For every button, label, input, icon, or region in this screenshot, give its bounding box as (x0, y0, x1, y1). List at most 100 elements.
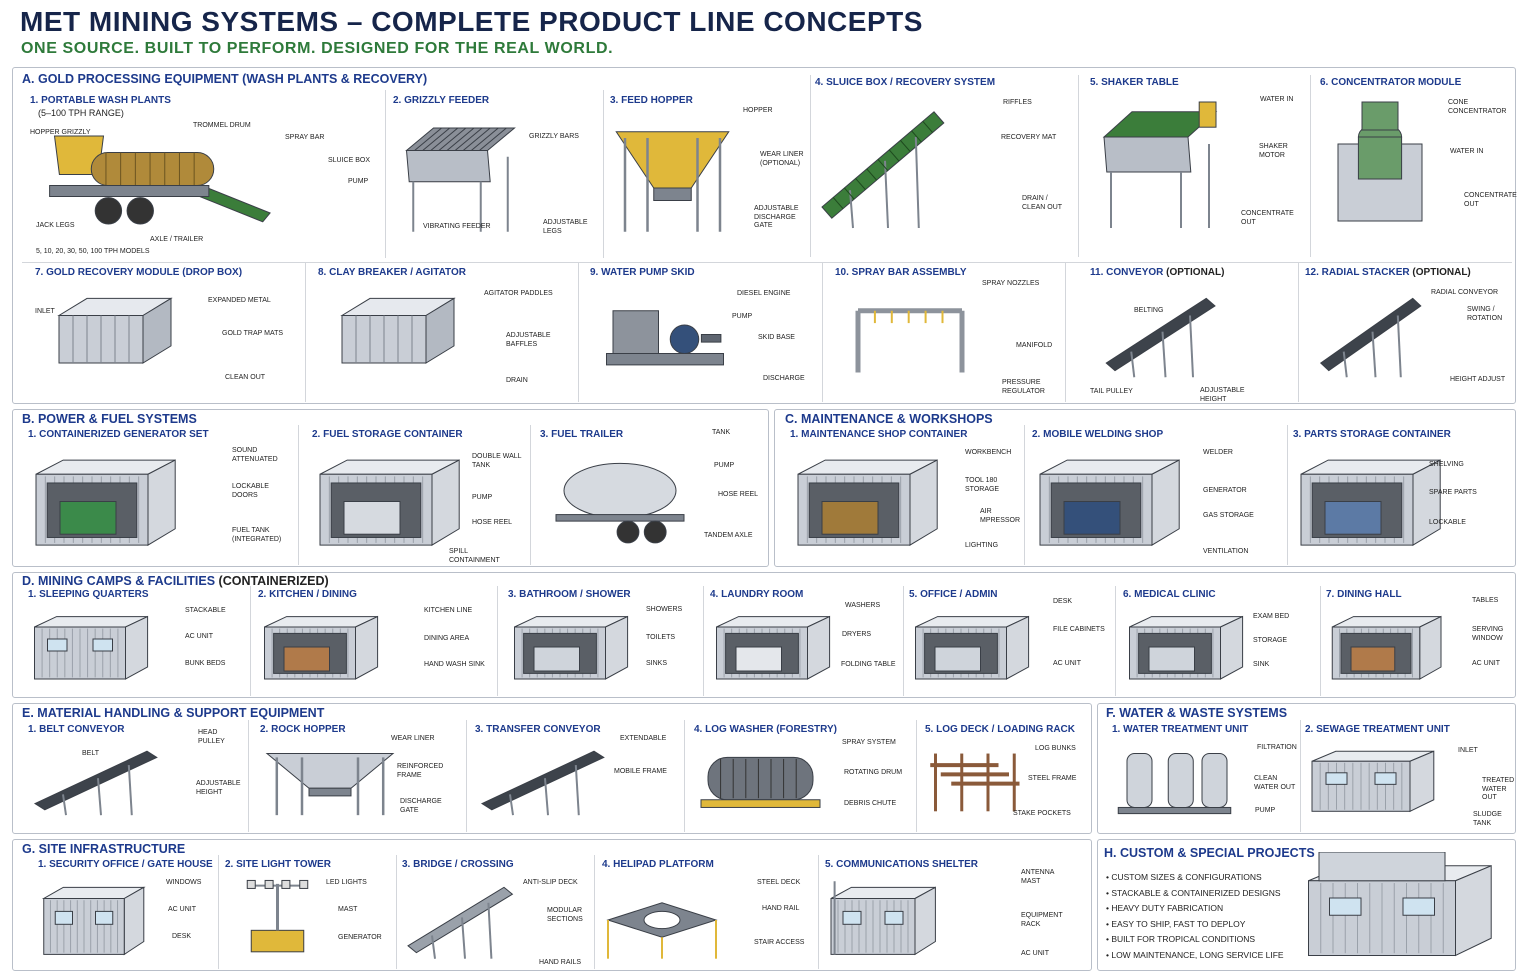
callout-label: WORKBENCH (965, 449, 1012, 456)
divider (684, 720, 685, 832)
section-panel (12, 409, 769, 567)
callout-label: LIGHTING (965, 542, 999, 549)
bridge-icon (407, 886, 514, 959)
product-title: 3. FEED HOPPER (610, 95, 693, 106)
callout-label: MANIFOLD (1016, 342, 1053, 349)
callout-label: SHOWERS (646, 606, 683, 613)
log-deck-icon (930, 753, 1020, 812)
callout-label: CLEAN WATER OUT (1254, 775, 1296, 791)
callout-label: CLEAN OUT (225, 374, 266, 381)
product-title-text: 11. CONVEYOR (1090, 267, 1164, 278)
water-treatment-icon (1117, 753, 1232, 815)
callout-label: AC UNIT (168, 906, 196, 913)
callout-label: HOSE REEL (472, 519, 513, 526)
callout-label: AC UNIT (1053, 660, 1081, 667)
callout-label: ANTI-SLIP DECK (523, 879, 578, 886)
callout-label: TAIL PULLEY (1090, 388, 1133, 395)
callout-label: HAND RAIL (762, 905, 800, 912)
product-title: 1. CONTAINERIZED GENERATOR SET (28, 429, 209, 440)
product-title: 7. DINING HALL (1326, 589, 1402, 600)
divider (1078, 75, 1079, 257)
product-title: 4. LAUNDRY ROOM (710, 589, 803, 600)
section-label: D. MINING CAMPS & FACILITIES (22, 574, 216, 588)
callout-label: AGITATOR PADDLES (484, 290, 553, 297)
callout-label: TREATED WATER OUT (1482, 777, 1515, 801)
callout-label: VENTILATION (1203, 548, 1249, 555)
trommel-wash-plant-icon (49, 135, 271, 225)
section-header-e: E. MATERIAL HANDLING & SUPPORT EQUIPMENT (22, 706, 324, 720)
divider (1300, 720, 1301, 832)
product-title: 6. CONCENTRATOR MODULE (1320, 77, 1461, 88)
callout-label: SHAKER MOTOR (1259, 143, 1288, 159)
callout-label: EXTENDABLE (620, 735, 667, 742)
product-title-text: 6. MEDICAL CLINIC (1123, 589, 1216, 600)
callout-label: KITCHEN LINE (424, 607, 473, 614)
section-label: G. SITE INFRASTRUCTURE (22, 842, 186, 856)
callout-label: LED LIGHTS (326, 879, 367, 886)
conveyor-icon (1105, 297, 1216, 378)
callout-label: STEEL FRAME (1028, 775, 1077, 782)
section-label: E. MATERIAL HANDLING & SUPPORT EQUIPMENT (22, 706, 325, 720)
callout-label: WASHERS (845, 602, 881, 609)
fuel-container-icon (319, 459, 460, 546)
section-header-f: F. WATER & WASTE SYSTEMS (1106, 706, 1287, 720)
divider (822, 262, 823, 402)
bullet-item: STACKABLE & CONTAINERIZED DESIGNS (1106, 888, 1280, 898)
welding-container-icon (1039, 459, 1180, 546)
callout-label: DRAIN / CLEAN OUT (1022, 195, 1063, 211)
divider (1115, 586, 1116, 696)
product-cell-1-portable-wash-plants: 1. PORTABLE WASH PLANTS(5–100 TPH RANGE)… (30, 95, 380, 260)
callout-label: FILTRATION (1257, 744, 1297, 751)
page-title: MET MINING SYSTEMS – COMPLETE PRODUCT LI… (20, 6, 923, 37)
product-cell-4-laundry-room: 4. LAUNDRY ROOM WASHERS DRYERS FOLDING TABL… (710, 589, 900, 694)
helipad-icon (606, 902, 718, 959)
callout-label: WATER IN (1450, 148, 1484, 155)
product-title: 1. WATER TREATMENT UNIT (1112, 724, 1248, 735)
generator-container-icon (35, 459, 176, 546)
divider (385, 90, 386, 258)
office-container-icon (915, 615, 1030, 680)
callout-label: ADJUSTABLE HEIGHT (1200, 387, 1245, 403)
callout-label: STORAGE (1253, 637, 1288, 644)
bullet-text: EASY TO SHIP, FAST TO DEPLOY (1111, 918, 1246, 929)
product-title-text: 1. CONTAINERIZED GENERATOR SET (28, 429, 209, 440)
callout-label: FOLDING TABLE (841, 661, 896, 668)
bullet-item: BUILT FOR TROPICAL CONDITIONS (1106, 934, 1255, 944)
product-title-text: 10. SPRAY BAR ASSEMBLY (835, 267, 967, 278)
section-panel (12, 839, 1092, 971)
product-title: 3. BATHROOM / SHOWER (508, 589, 631, 600)
product-title-text: 2. SITE LIGHT TOWER (225, 859, 331, 870)
rock-hopper-icon (265, 753, 395, 816)
divider (1065, 262, 1066, 402)
bullet-item: LOW MAINTENANCE, LONG SERVICE LIFE (1106, 949, 1284, 960)
bullet-item: EASY TO SHIP, FAST TO DEPLOY (1106, 919, 1245, 929)
callout-label: MODULAR SECTIONS (547, 907, 583, 923)
light-tower-icon (246, 879, 309, 953)
callout-label: REINFORCED FRAME (397, 763, 444, 779)
callout-label: AC UNIT (1472, 660, 1500, 667)
section-header-b: B. POWER & FUEL SYSTEMS (22, 412, 197, 426)
callout-label: AC UNIT (1021, 950, 1049, 957)
callout-label: ADJUSTABLE BAFFLES (506, 332, 551, 348)
callout-label: WELDER (1203, 449, 1233, 456)
callout-label: BELTING (1134, 307, 1164, 314)
callout-label: DRYERS (842, 631, 872, 638)
callout-label: FILE CABINETS (1053, 626, 1105, 633)
product-title-text: 1. WATER TREATMENT UNIT (1112, 724, 1249, 735)
product-title: 8. CLAY BREAKER / AGITATOR (318, 267, 466, 278)
callout-label: TABLES (1472, 597, 1499, 604)
bullet-text: LOW MAINTENANCE, LONG SERVICE LIFE (1111, 949, 1284, 960)
clinic-container-icon (1129, 615, 1244, 680)
product-title: 7. GOLD RECOVERY MODULE (DROP BOX) (35, 267, 242, 278)
callout-label: CONCENTRATE OUT (1241, 210, 1294, 226)
